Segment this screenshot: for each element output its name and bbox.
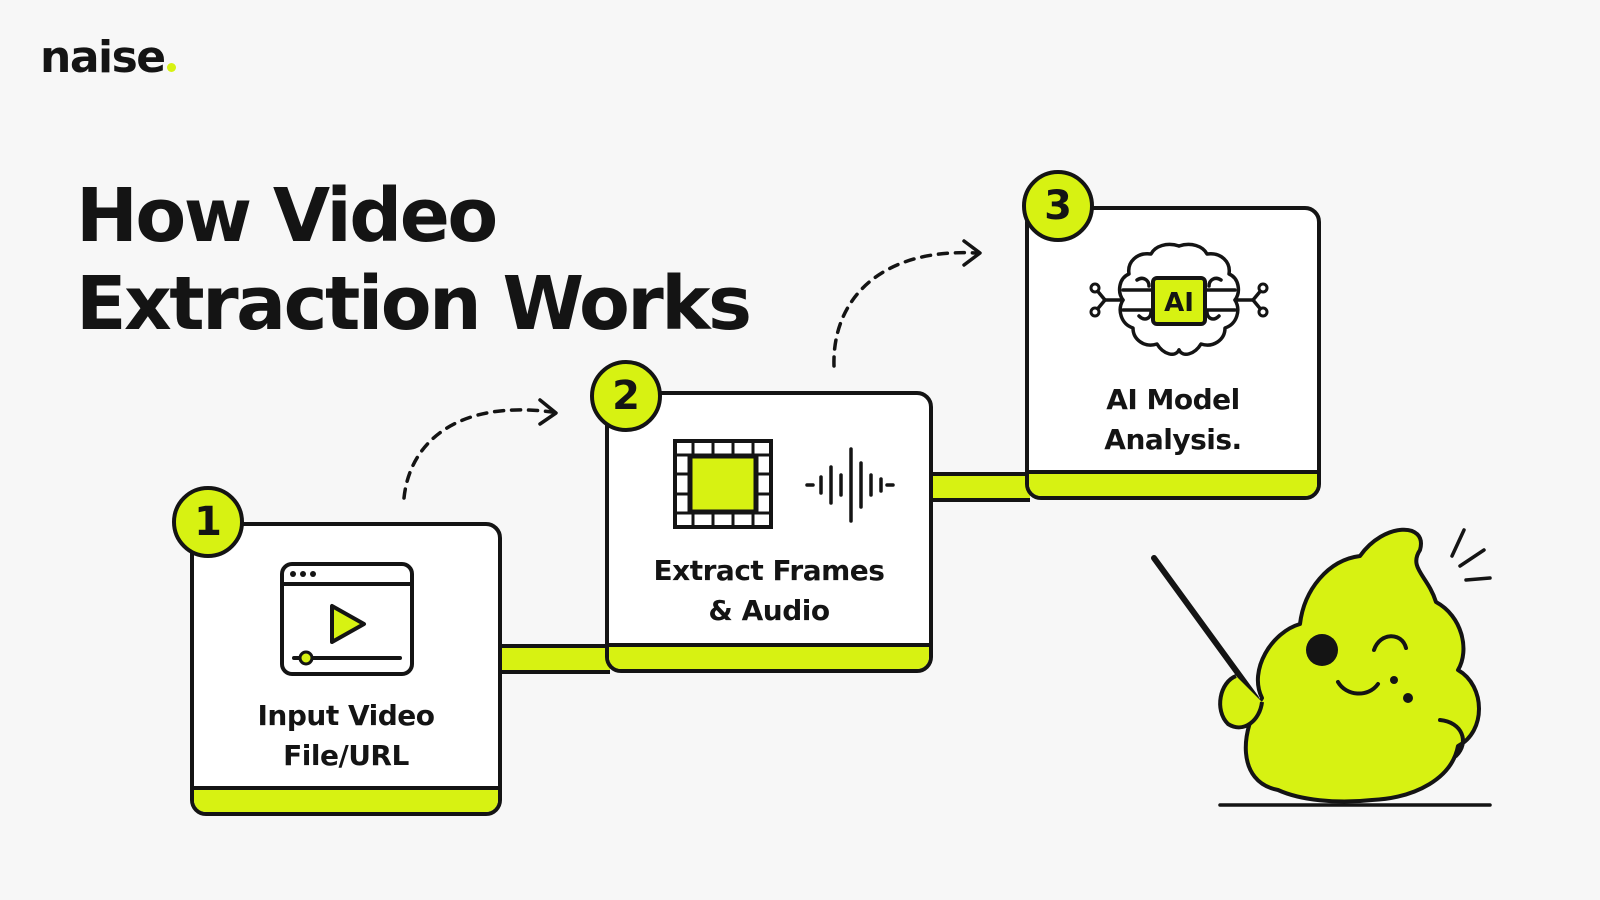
step-3-number-badge: 3 xyxy=(1022,170,1094,242)
audio-waveform-icon xyxy=(805,447,895,527)
mascot-character xyxy=(1151,527,1492,807)
step-1-accent-band xyxy=(194,786,498,812)
step-1-label-line-2: File/URL xyxy=(283,739,409,772)
connector-2-3 xyxy=(928,472,1030,502)
step-2-label-line-1: Extract Frames xyxy=(653,554,885,587)
step-3-accent-band xyxy=(1029,470,1317,496)
step-card-2: Extract Frames & Audio xyxy=(605,391,933,673)
step-card-3: AI AI Model Analysis. xyxy=(1025,206,1321,500)
step-2-number-badge: 2 xyxy=(590,360,662,432)
step-3-label: AI Model Analysis. xyxy=(1029,380,1317,460)
film-frame-icon xyxy=(673,439,773,533)
brand-logo: naise xyxy=(40,36,176,80)
mascot-smile xyxy=(1336,680,1380,696)
mascot-arm xyxy=(1438,718,1465,758)
page-title: How Video Extraction Works xyxy=(76,172,752,348)
step-1-label-line-1: Input Video xyxy=(257,699,435,732)
step-2-accent-band xyxy=(609,643,929,669)
step-1-number-badge: 1 xyxy=(172,486,244,558)
mascot-body xyxy=(1243,527,1481,804)
title-line-2: Extraction Works xyxy=(76,261,752,347)
logo-dot xyxy=(166,63,176,72)
step-2-label: Extract Frames & Audio xyxy=(609,551,929,631)
mascot-hand xyxy=(1218,674,1264,730)
step-3-label-line-1: AI Model xyxy=(1106,383,1240,416)
mascot-eye xyxy=(1306,634,1338,666)
pointer-stick xyxy=(1151,555,1259,701)
step-3-label-line-2: Analysis. xyxy=(1104,423,1242,456)
step-1-label: Input Video File/URL xyxy=(194,696,498,776)
connector-1-2 xyxy=(498,644,610,674)
ai-brain-icon: AI xyxy=(1089,240,1269,372)
step-2-label-line-2: & Audio xyxy=(708,594,830,627)
mascot-wink xyxy=(1372,634,1408,652)
video-player-icon xyxy=(280,562,414,680)
logo-text: naise xyxy=(40,32,166,83)
ai-chip-text: AI xyxy=(1164,288,1194,318)
step-card-1: Input Video File/URL xyxy=(190,522,502,816)
title-line-1: How Video xyxy=(76,173,498,259)
